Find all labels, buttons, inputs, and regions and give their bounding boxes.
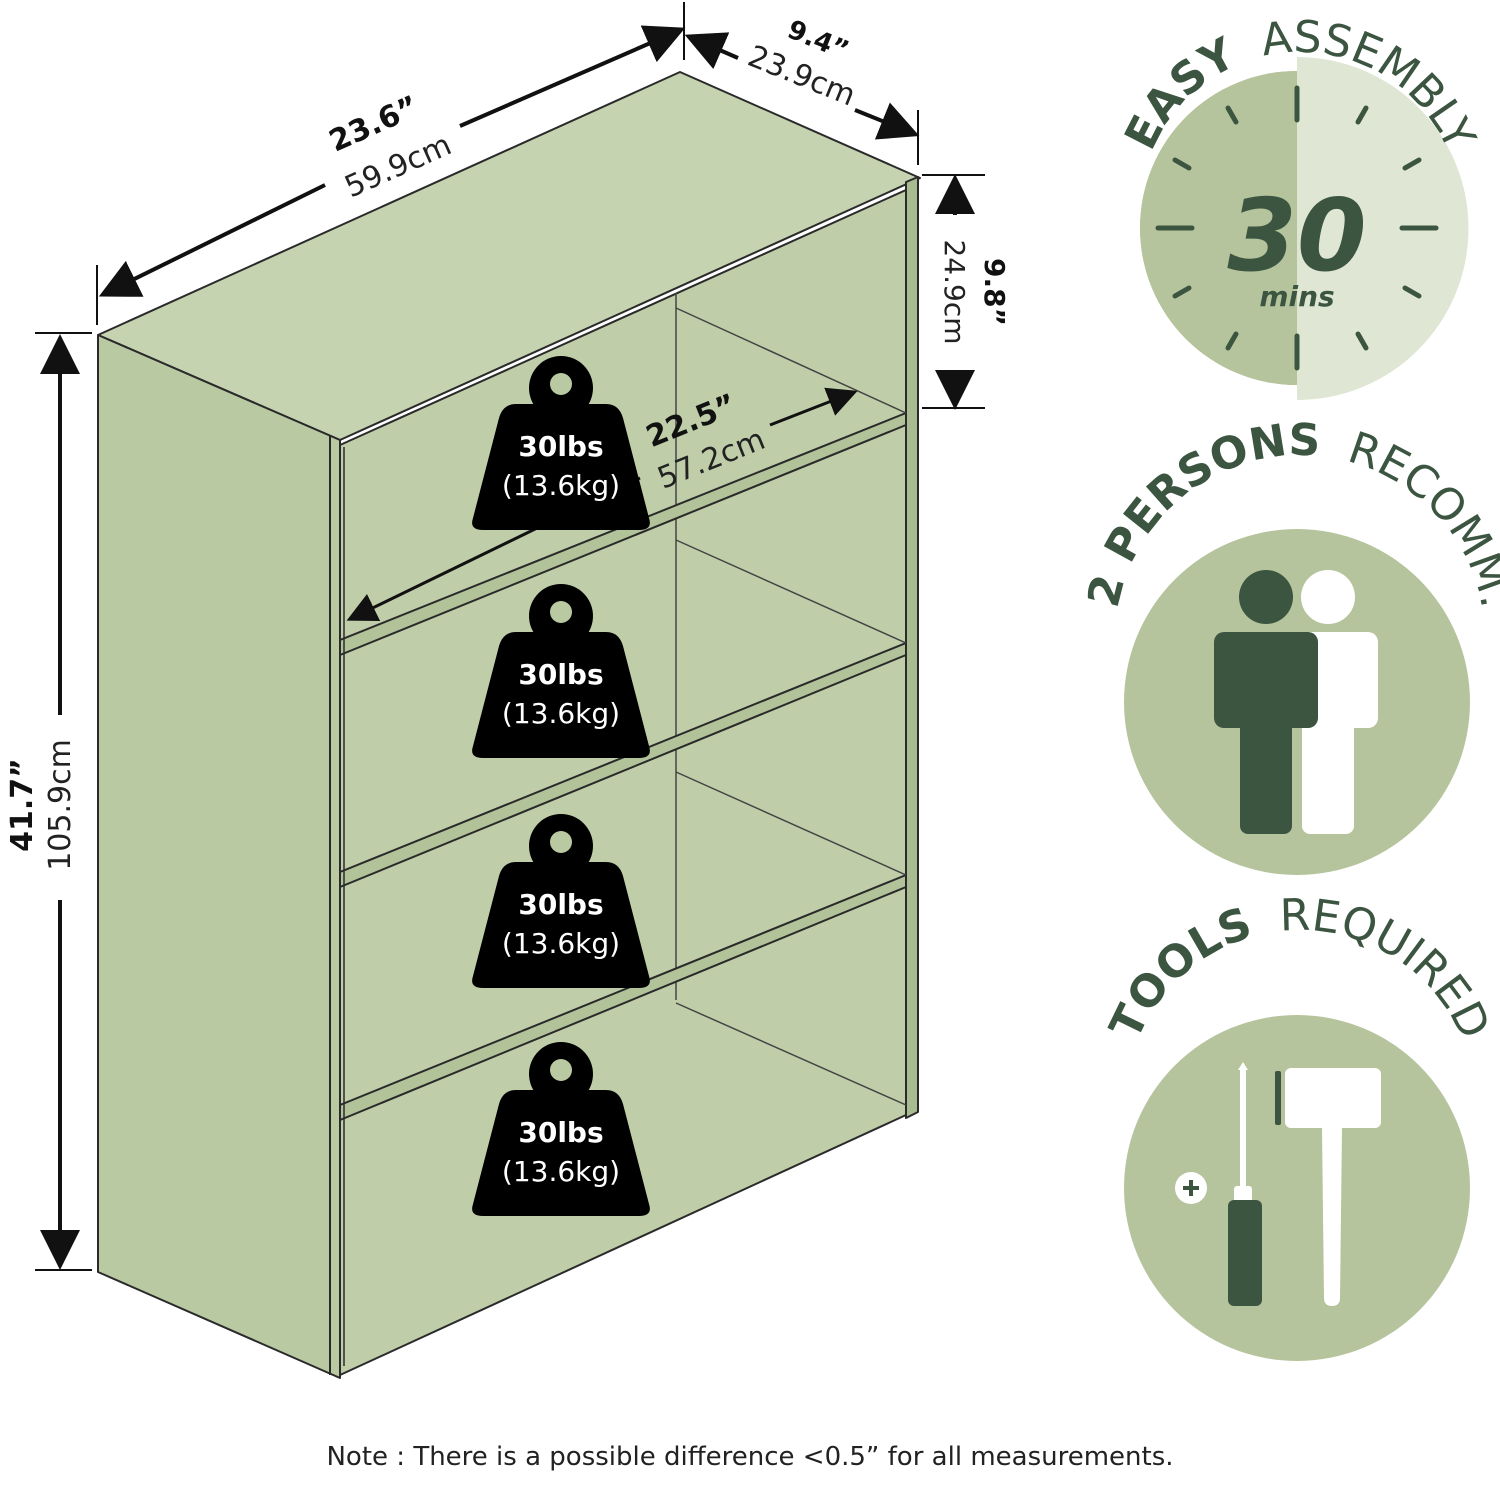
- shelf-board-3: [339, 874, 907, 1121]
- weight-icon: 30lbs (13.6kg): [472, 814, 650, 988]
- two-persons-badge: 2 PERSONS RECOMM.: [1078, 415, 1500, 875]
- shelf-left-side: [97, 334, 341, 1379]
- weight-kg-label: (13.6kg): [502, 1155, 620, 1188]
- weight-icon: 30lbs (13.6kg): [472, 584, 650, 758]
- shelf-gap-cm-label: 24.9cm: [938, 239, 971, 344]
- tools-badge: TOOLS REQUIRED: [1100, 890, 1500, 1361]
- dimension-height: 41.7” 105.9cm: [5, 332, 92, 1271]
- tools-title-bold: TOOLS: [1100, 898, 1258, 1047]
- easy-assembly-badge: 30 mins EASY ASSEMBLY: [1115, 12, 1485, 400]
- measurement-note: Note : There is a possible difference <0…: [326, 1442, 1174, 1472]
- assembly-time-unit: mins: [1259, 280, 1334, 313]
- persons-icon: [1214, 570, 1378, 834]
- dimension-shelf-gap: 24.9cm 9.8”: [922, 174, 1011, 410]
- weight-kg-label: (13.6kg): [502, 697, 620, 730]
- weight-icon: 30lbs (13.6kg): [472, 1042, 650, 1216]
- screwdriver-icon: [1228, 1062, 1262, 1306]
- plus-icon: [1175, 1172, 1207, 1204]
- weight-icon: 30lbs (13.6kg): [472, 356, 650, 530]
- shelf-board-2: [339, 642, 907, 888]
- assembly-time-value: 30: [1227, 177, 1366, 294]
- weight-lbs-label: 30lbs: [518, 658, 603, 691]
- weight-lbs-label: 30lbs: [518, 1116, 603, 1149]
- weight-lbs-label: 30lbs: [518, 888, 603, 921]
- mallet-icon: [1275, 1068, 1381, 1306]
- weight-lbs-label: 30lbs: [518, 430, 603, 463]
- height-inches-label: 41.7”: [5, 758, 40, 852]
- shelf-gap-inches-label: 9.8”: [978, 258, 1011, 326]
- shelf-board-1: [339, 412, 907, 656]
- weight-icons: 30lbs (13.6kg) 30lbs (13.6kg) 30lbs (13.…: [472, 356, 650, 1216]
- height-cm-label: 105.9cm: [43, 739, 78, 871]
- weight-kg-label: (13.6kg): [502, 469, 620, 502]
- clock-icon: [1155, 85, 1439, 371]
- shelf-right-edge: [905, 176, 919, 1119]
- weight-kg-label: (13.6kg): [502, 927, 620, 960]
